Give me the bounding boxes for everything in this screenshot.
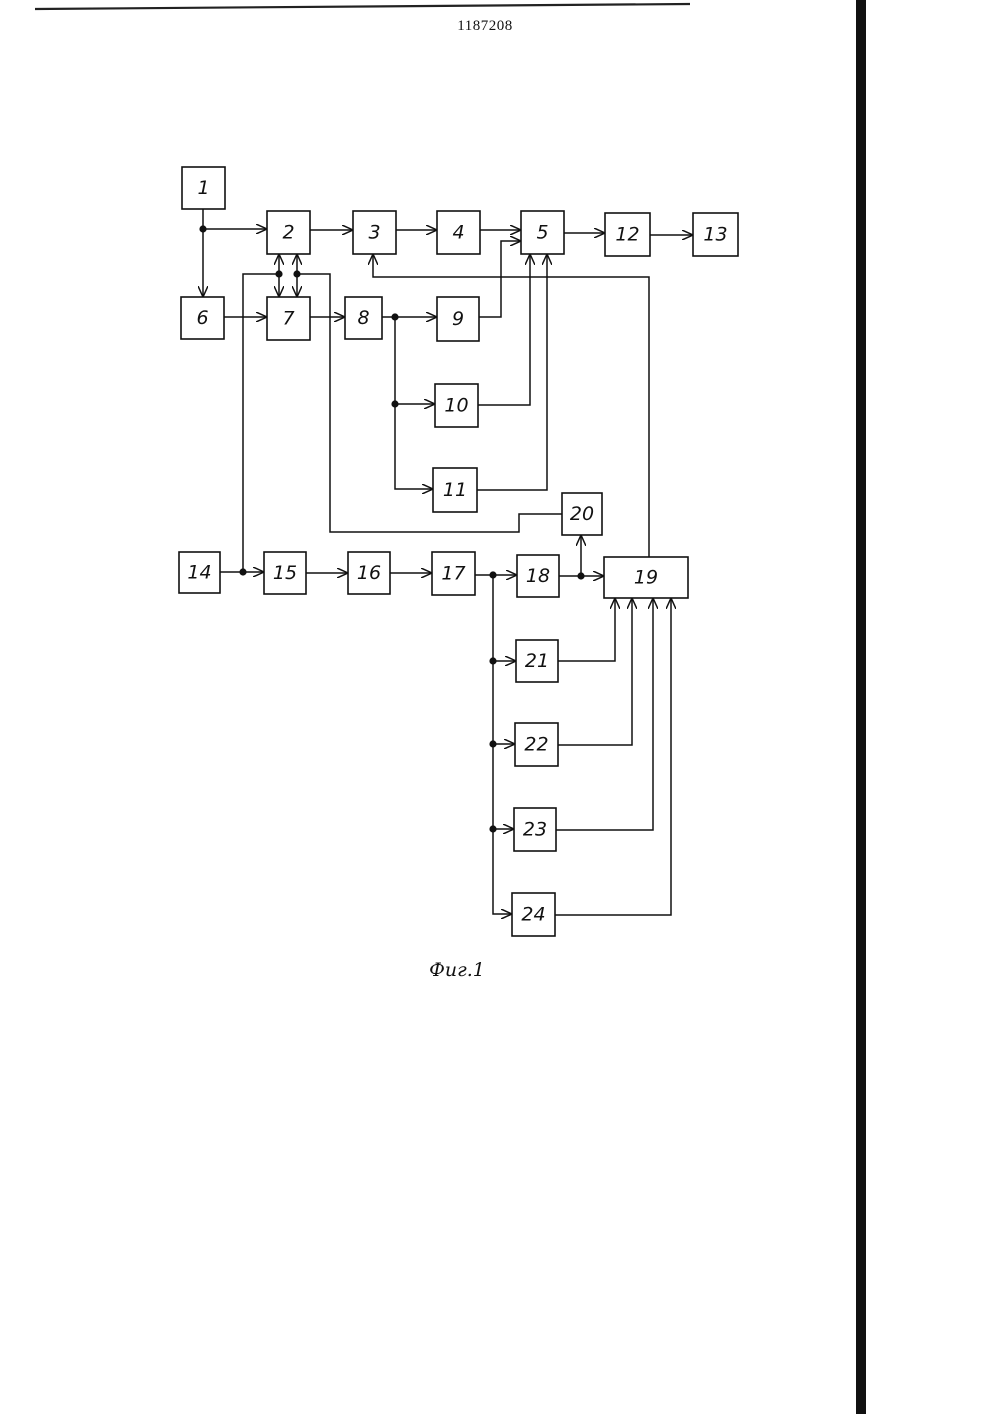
block-22: 22 — [515, 723, 558, 766]
junction-dot — [239, 568, 246, 575]
block-13: 13 — [693, 213, 738, 256]
block-7: 7 — [267, 297, 310, 340]
top-rule — [35, 4, 690, 9]
block-19-label: 19 — [634, 567, 658, 589]
figure-caption: Фиг.1 — [429, 959, 485, 981]
block-17: 17 — [432, 552, 475, 595]
block-15: 15 — [264, 552, 306, 594]
wire-22 — [297, 274, 562, 532]
junction-dot — [199, 225, 206, 232]
block-8-label: 8 — [357, 307, 369, 329]
block-14: 14 — [179, 552, 220, 593]
junction-dot — [577, 572, 584, 579]
block-20-label: 20 — [570, 503, 594, 525]
page-edge-bar — [856, 0, 866, 1414]
block-9-label: 9 — [452, 308, 464, 330]
block-21: 21 — [516, 640, 558, 682]
block-24-label: 24 — [521, 904, 545, 926]
block-12: 12 — [605, 213, 650, 256]
wire-33 — [558, 598, 615, 661]
wire-31 — [493, 744, 514, 829]
blocks-layer: 123456789101112131415161718192021222324 — [179, 167, 738, 936]
block-18: 18 — [517, 555, 559, 597]
block-6-label: 6 — [196, 307, 208, 329]
junction-dot — [489, 657, 496, 664]
block-3: 3 — [353, 211, 396, 254]
block-10-label: 10 — [444, 395, 468, 417]
block-4: 4 — [437, 211, 480, 254]
block-2: 2 — [267, 211, 310, 254]
block-7-label: 7 — [282, 308, 294, 330]
block-2-label: 2 — [282, 222, 294, 244]
block-5-label: 5 — [536, 222, 548, 244]
block-10: 10 — [435, 384, 478, 427]
block-13-label: 13 — [703, 224, 727, 246]
block-16: 16 — [348, 552, 390, 594]
junction-dot — [391, 400, 398, 407]
wire-29 — [493, 575, 516, 661]
block-1-label: 1 — [197, 177, 209, 199]
block-9: 9 — [437, 297, 479, 341]
block-21-label: 21 — [525, 650, 549, 672]
wire-30 — [493, 661, 515, 744]
junction-dot — [293, 270, 300, 277]
junction-dot — [489, 825, 496, 832]
block-22-label: 22 — [524, 734, 548, 756]
block-12-label: 12 — [615, 224, 639, 246]
wire-32 — [493, 829, 512, 914]
block-17-label: 17 — [441, 563, 465, 585]
block-11: 11 — [433, 468, 477, 512]
block-1: 1 — [182, 167, 225, 209]
block-23: 23 — [514, 808, 556, 851]
wire-35 — [556, 598, 653, 830]
junction-dot — [391, 313, 398, 320]
junction-dot — [275, 270, 282, 277]
block-18-label: 18 — [526, 565, 550, 587]
block-16-label: 16 — [357, 562, 381, 584]
block-3-label: 3 — [368, 222, 380, 244]
wire-16 — [395, 404, 433, 489]
block-24: 24 — [512, 893, 555, 936]
wire-17 — [479, 241, 521, 317]
wire-1 — [203, 209, 267, 229]
block-4-label: 4 — [452, 222, 464, 244]
wire-19 — [477, 254, 547, 490]
block-8: 8 — [345, 297, 382, 339]
block-19: 19 — [604, 557, 688, 598]
block-23-label: 23 — [523, 819, 547, 841]
block-5: 5 — [521, 211, 564, 254]
block-20: 20 — [562, 493, 602, 535]
block-11-label: 11 — [443, 479, 467, 501]
block-14-label: 14 — [187, 562, 211, 584]
junction-dot — [489, 740, 496, 747]
wire-34 — [558, 598, 632, 745]
junction-dot — [489, 571, 496, 578]
block-15-label: 15 — [273, 562, 297, 584]
wire-15 — [395, 317, 435, 404]
block-6: 6 — [181, 297, 224, 339]
